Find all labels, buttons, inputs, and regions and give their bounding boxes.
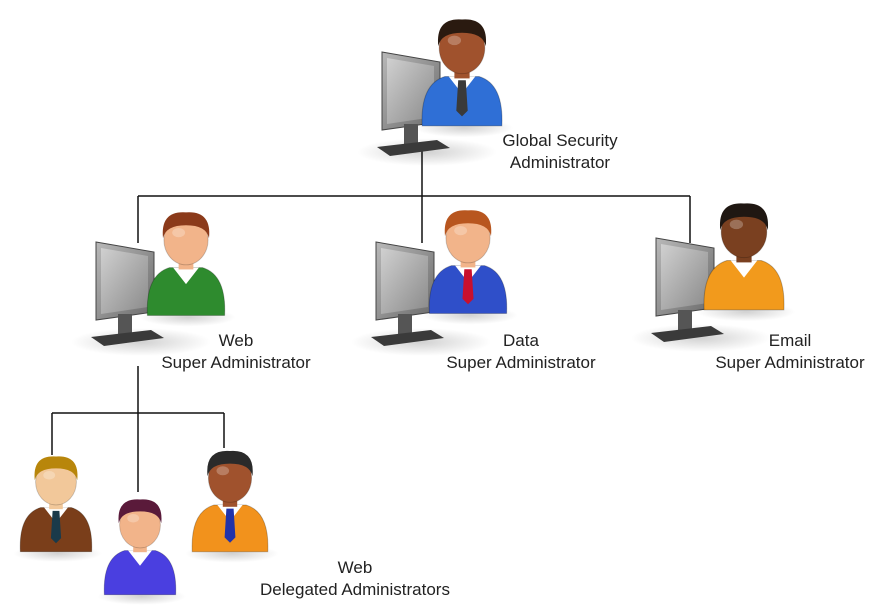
monitor-icon xyxy=(71,241,211,356)
person-icon xyxy=(97,499,186,605)
person-icon xyxy=(140,212,236,327)
person-icon xyxy=(422,210,518,325)
label-line: Delegated Administrators xyxy=(260,580,450,599)
label-web-super-administrator: Web Super Administrator xyxy=(136,330,336,374)
label-line: Web xyxy=(337,558,373,577)
label-line: Web xyxy=(218,331,254,350)
label-global-security-administrator: Global Security Administrator xyxy=(480,130,640,174)
label-line: Administrator xyxy=(509,153,611,172)
label-data-super-administrator: Data Super Administrator xyxy=(421,330,621,374)
label-line: Super Administrator xyxy=(446,353,596,372)
person-icon xyxy=(696,203,796,322)
person-icon xyxy=(414,19,514,138)
monitor-icon xyxy=(351,241,491,356)
label-email-super-administrator: Email Super Administrator xyxy=(690,330,884,374)
label-web-delegated-administrators: Web Delegated Administrators xyxy=(235,557,475,601)
label-line: Email xyxy=(768,331,812,350)
label-line: Data xyxy=(503,331,539,350)
label-line: Super Administrator xyxy=(161,353,311,372)
person-icon xyxy=(185,450,279,563)
monitor-icon xyxy=(631,237,771,352)
connector-lines xyxy=(51,150,691,492)
label-line: Global Security xyxy=(502,131,618,150)
label-line: Super Administrator xyxy=(715,353,865,372)
person-icon xyxy=(13,456,102,562)
